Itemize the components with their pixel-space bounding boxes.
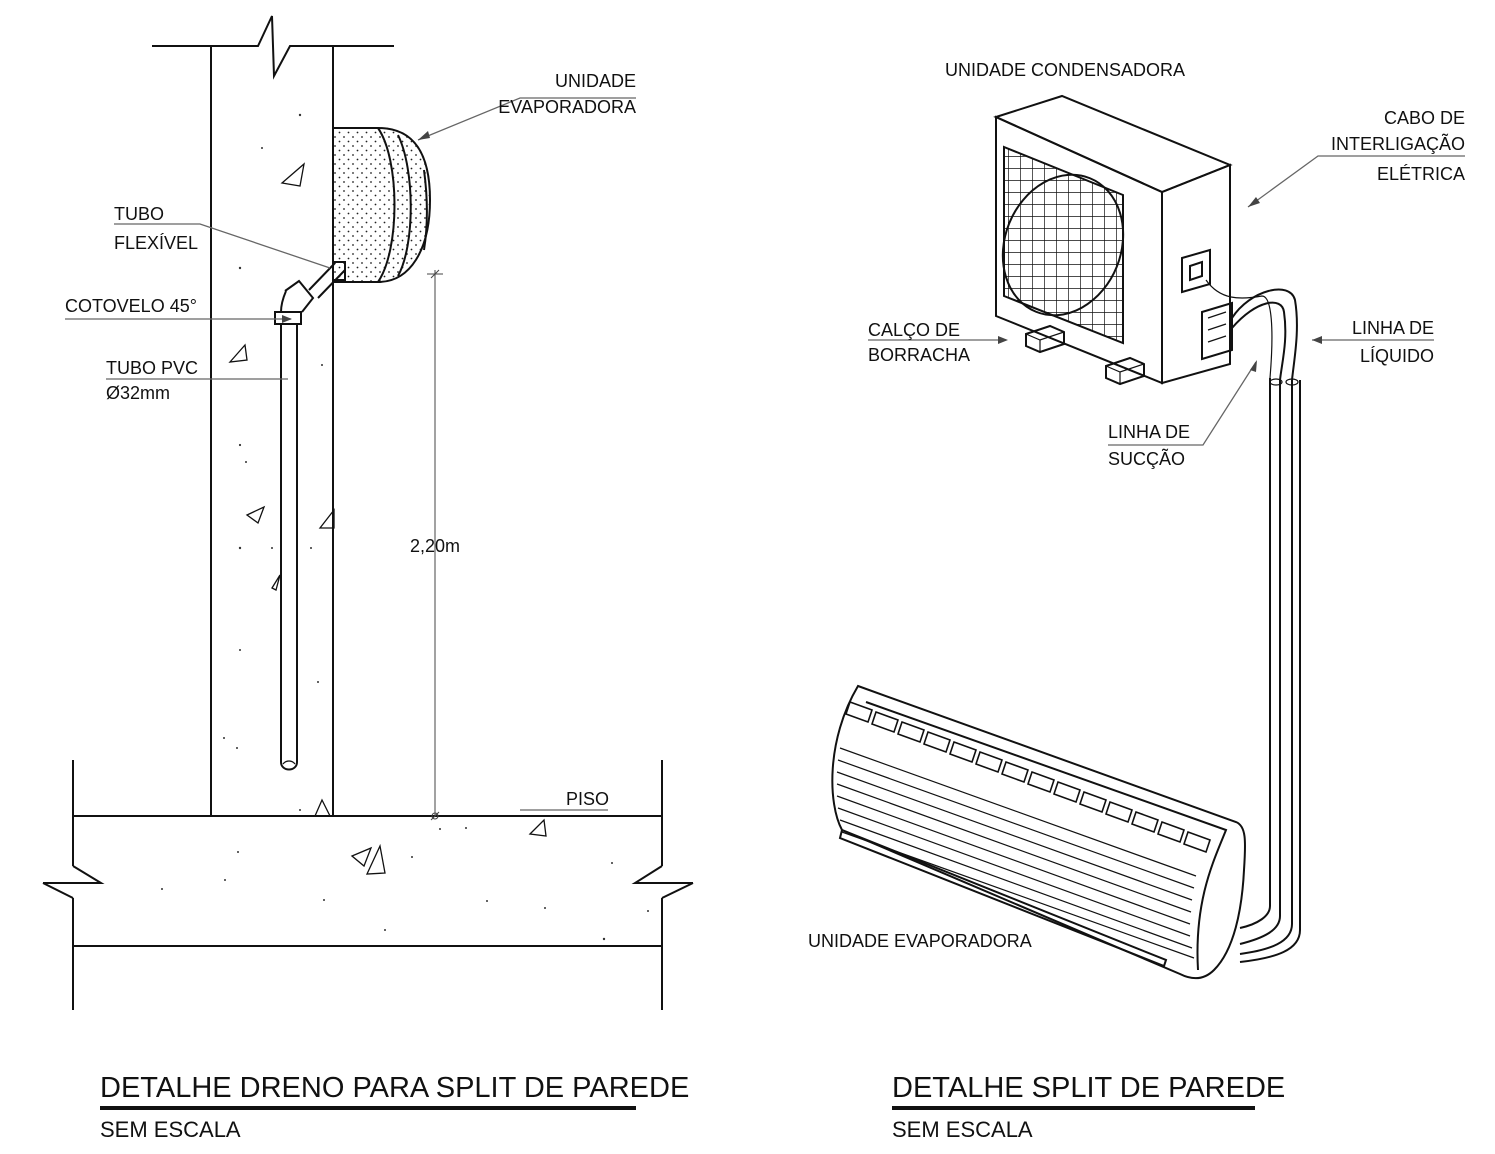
- succao-callout: LINHA DE SUCÇÃO: [1108, 360, 1257, 469]
- cabo-callout: CABO DE INTERLIGAÇÃO ELÉTRICA: [1247, 108, 1465, 208]
- label-cotovelo: COTOVELO 45°: [65, 296, 197, 316]
- label-tubo: TUBO: [114, 204, 164, 224]
- label-linha-de-liquido: LINHA DE: [1352, 318, 1434, 338]
- calco-callout: CALÇO DE BORRACHA: [868, 320, 1008, 365]
- dimension-label: 2,20m: [410, 536, 460, 556]
- tubo-flexivel-callout: TUBO FLEXÍVEL: [114, 204, 331, 269]
- drain-detail: 2,20m UNIDADE EVAPORADORA TUBO FLEXÍVEL …: [42, 15, 694, 1142]
- label-flexivel: FLEXÍVEL: [114, 233, 198, 253]
- label-unidade: UNIDADE: [555, 71, 636, 91]
- label-evaporadora: EVAPORADORA: [498, 97, 636, 117]
- left-scale: SEM ESCALA: [100, 1117, 241, 1142]
- condenser-unit: [993, 94, 1233, 386]
- left-title: DETALHE DRENO PARA SPLIT DE PAREDE: [100, 1072, 689, 1104]
- height-dimension: 2,20m: [410, 269, 460, 821]
- refrigerant-lines: [1205, 279, 1301, 963]
- label-piso: PISO: [566, 789, 609, 809]
- right-scale: SEM ESCALA: [892, 1117, 1033, 1142]
- left-title-block: DETALHE DRENO PARA SPLIT DE PAREDE SEM E…: [100, 1072, 689, 1142]
- label-linha-de-succao: LINHA DE: [1108, 422, 1190, 442]
- label-eletrica: ELÉTRICA: [1377, 164, 1465, 184]
- pvc-callout: TUBO PVC Ø32mm: [106, 358, 288, 403]
- wall-section: [152, 15, 394, 817]
- label-calco: CALÇO DE: [868, 320, 960, 340]
- label-unidade-condensadora: UNIDADE CONDENSADORA: [945, 60, 1185, 80]
- label-unidade-evaporadora: UNIDADE EVAPORADORA: [808, 931, 1032, 951]
- split-detail: UNIDADE CONDENSADORA CABO DE INTERLIGAÇÃ…: [808, 60, 1465, 1142]
- label-succao: SUCÇÃO: [1108, 448, 1185, 469]
- evaporadora-callout: UNIDADE EVAPORADORA: [417, 71, 636, 141]
- right-title: DETALHE SPLIT DE PAREDE: [892, 1072, 1285, 1104]
- label-diametro: Ø32mm: [106, 383, 170, 403]
- cotovelo-callout: COTOVELO 45°: [65, 296, 292, 323]
- label-interligacao: INTERLIGAÇÃO: [1331, 133, 1465, 154]
- liquido-callout: LINHA DE LÍQUIDO: [1312, 318, 1434, 366]
- right-title-block: DETALHE SPLIT DE PAREDE SEM ESCALA: [892, 1072, 1285, 1142]
- piso-callout: PISO: [520, 789, 609, 811]
- label-tubo-pvc: TUBO PVC: [106, 358, 198, 378]
- indoor-evaporator-unit: [831, 684, 1246, 980]
- label-liquido: LÍQUIDO: [1360, 346, 1434, 366]
- evaporator-side-view: [332, 127, 432, 283]
- floor-slab: [42, 760, 694, 1010]
- drain-pipe-assembly: [274, 261, 346, 771]
- label-borracha: BORRACHA: [868, 345, 970, 365]
- label-cabo: CABO DE: [1384, 108, 1465, 128]
